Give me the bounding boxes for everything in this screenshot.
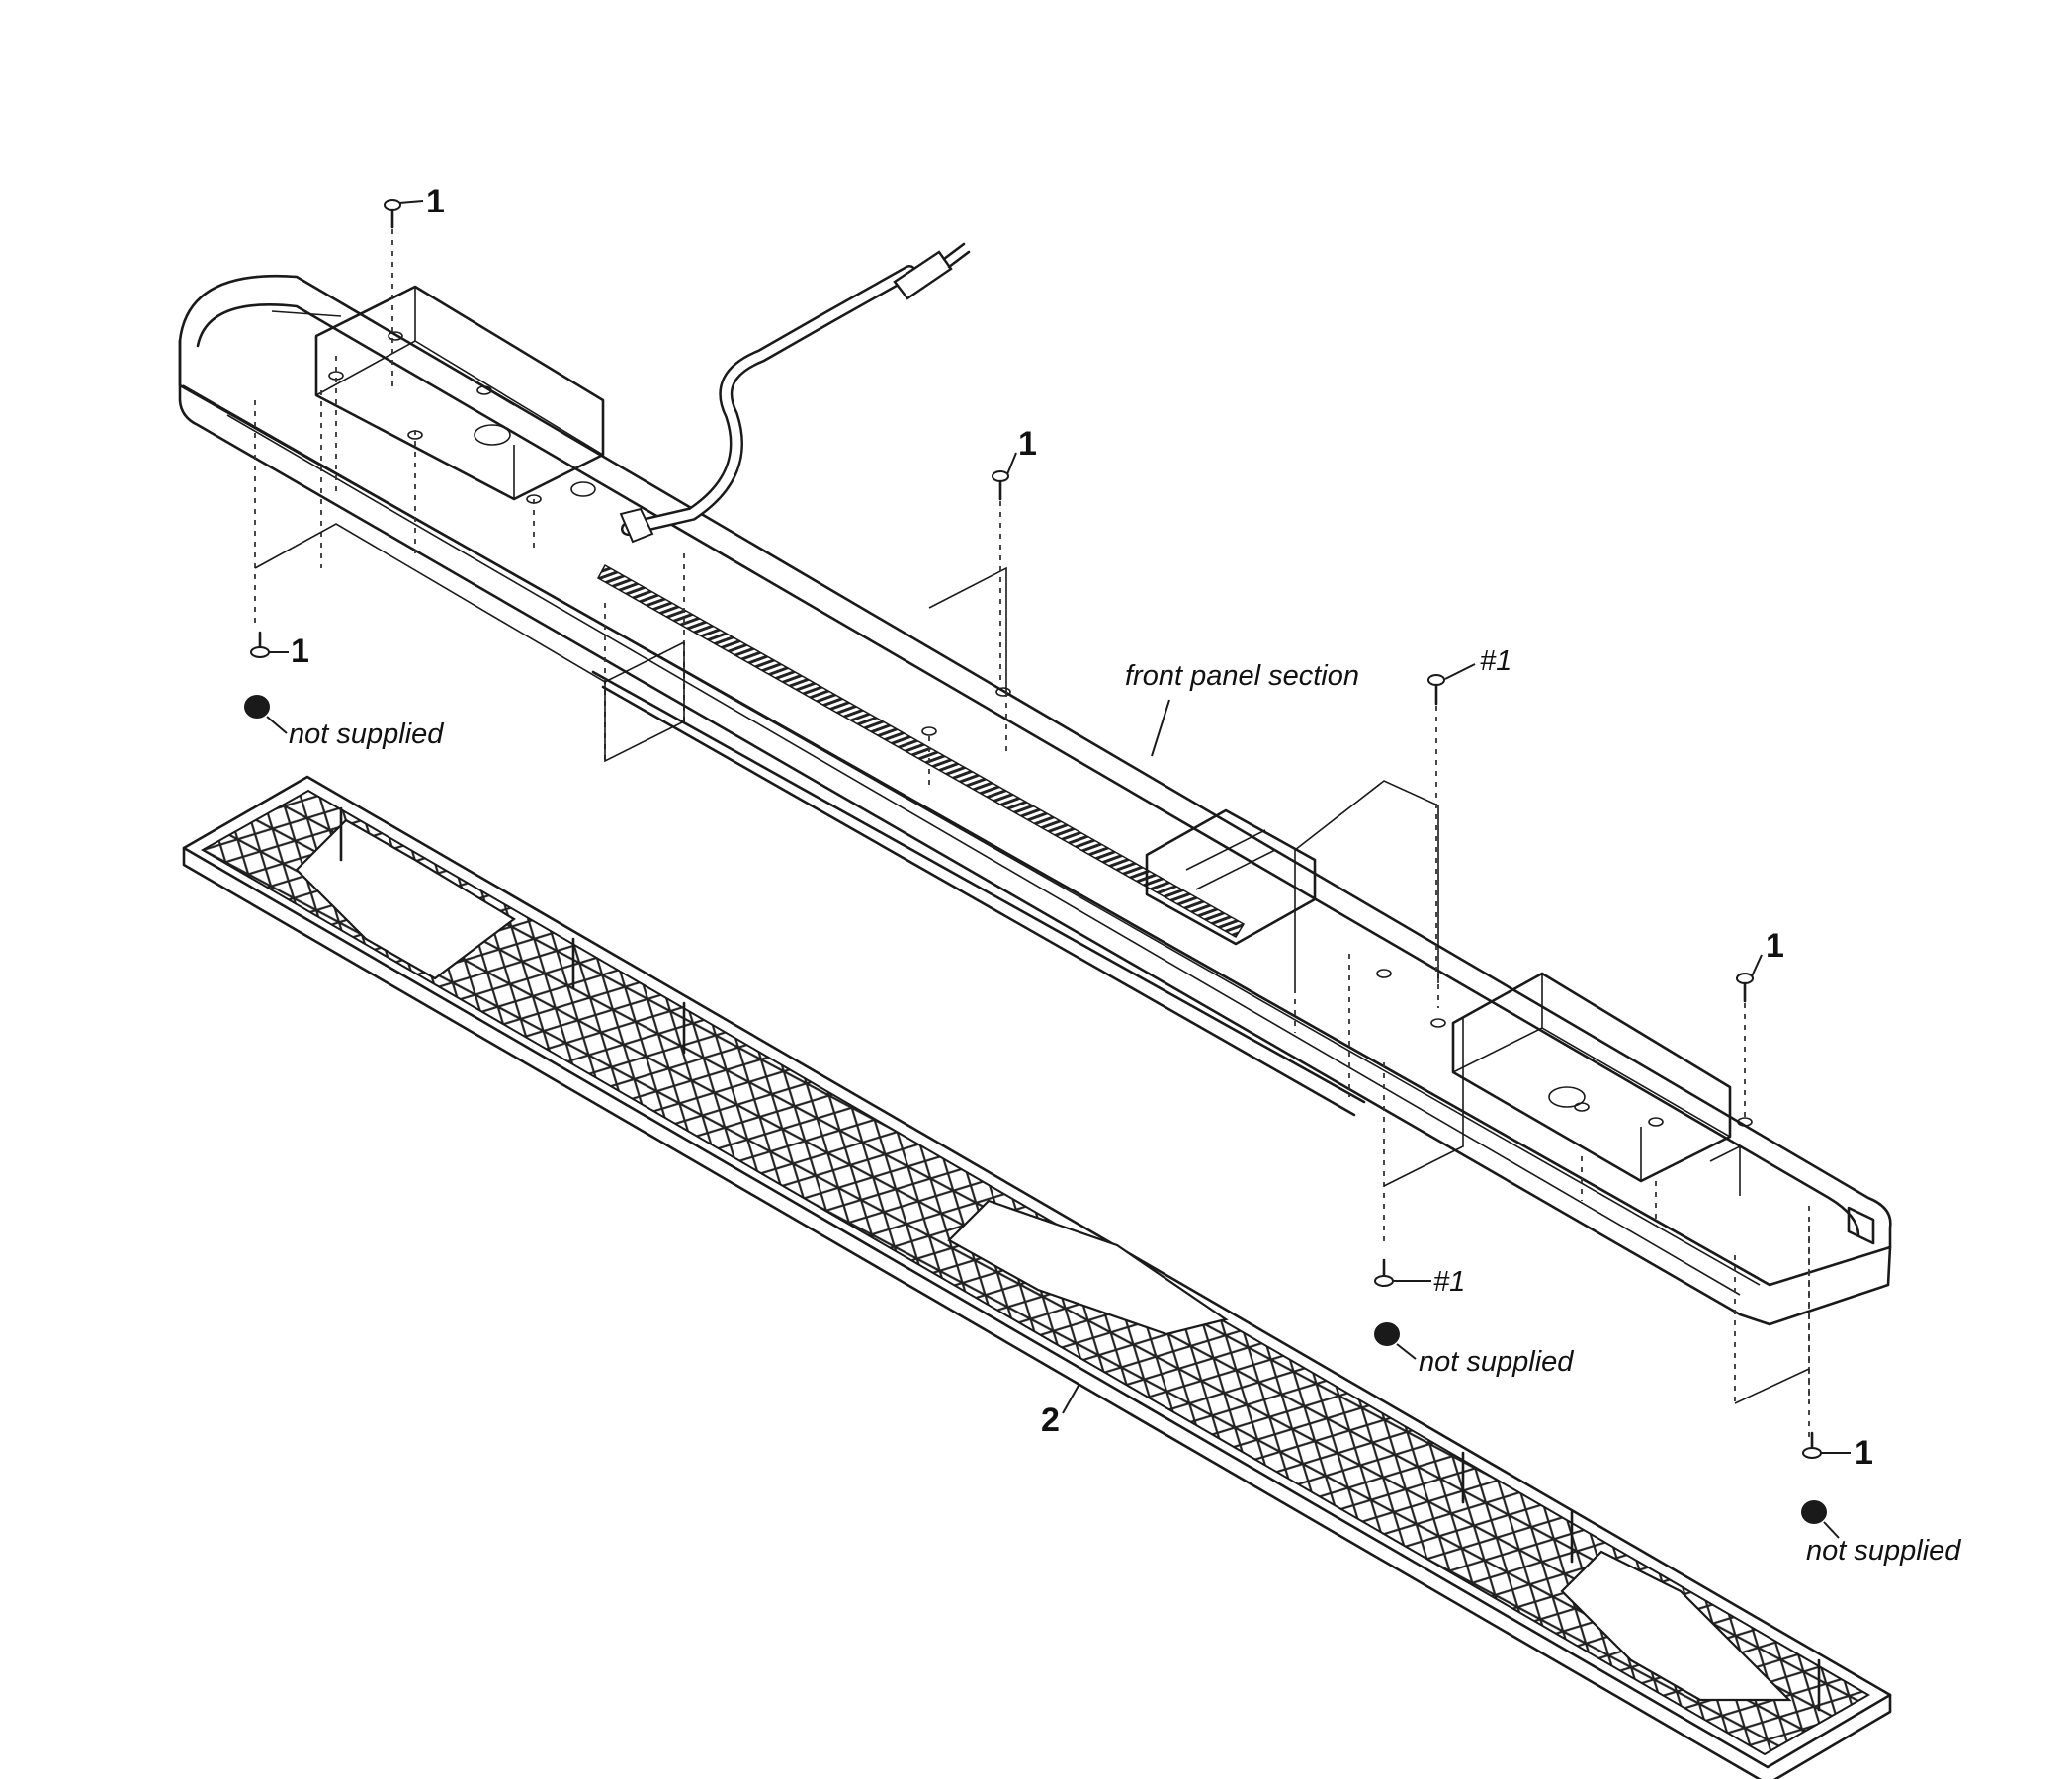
label-part-2: 2 [1041, 1401, 1060, 1439]
label-part-ref-1-bottom: #1 [1433, 1266, 1465, 1298]
label-part-ref-1-top: #1 [1480, 645, 1511, 677]
label-part-1-top-left: 1 [426, 183, 445, 220]
screw-bottom-right [1801, 1431, 1827, 1524]
screw-top-center [992, 470, 1009, 682]
label-not-supplied-left: not supplied [289, 719, 444, 750]
callout-labels: 1 1 #1 1 1 #1 1 2 front panel section no… [266, 183, 1961, 1567]
assembly-guides [254, 356, 1810, 1443]
label-part-1-top-right: 1 [1766, 927, 1784, 965]
label-not-supplied-center: not supplied [1419, 1346, 1574, 1378]
label-part-1-top-center: 1 [1018, 425, 1037, 463]
screws [244, 199, 1827, 1524]
screw-ref-bottom [1374, 1258, 1400, 1346]
label-not-supplied-right: not supplied [1806, 1535, 1961, 1567]
screw-top-right [1736, 973, 1754, 1117]
speaker-grille [182, 775, 1892, 1779]
label-front-panel-section: front panel section [1125, 660, 1359, 692]
screw-ref-top [1427, 674, 1445, 974]
label-part-1-left: 1 [291, 633, 309, 670]
label-part-1-bottom-right: 1 [1855, 1434, 1873, 1472]
screw-top-left [384, 199, 401, 390]
screw-bottom-left [244, 631, 270, 719]
power-cord [619, 242, 971, 544]
